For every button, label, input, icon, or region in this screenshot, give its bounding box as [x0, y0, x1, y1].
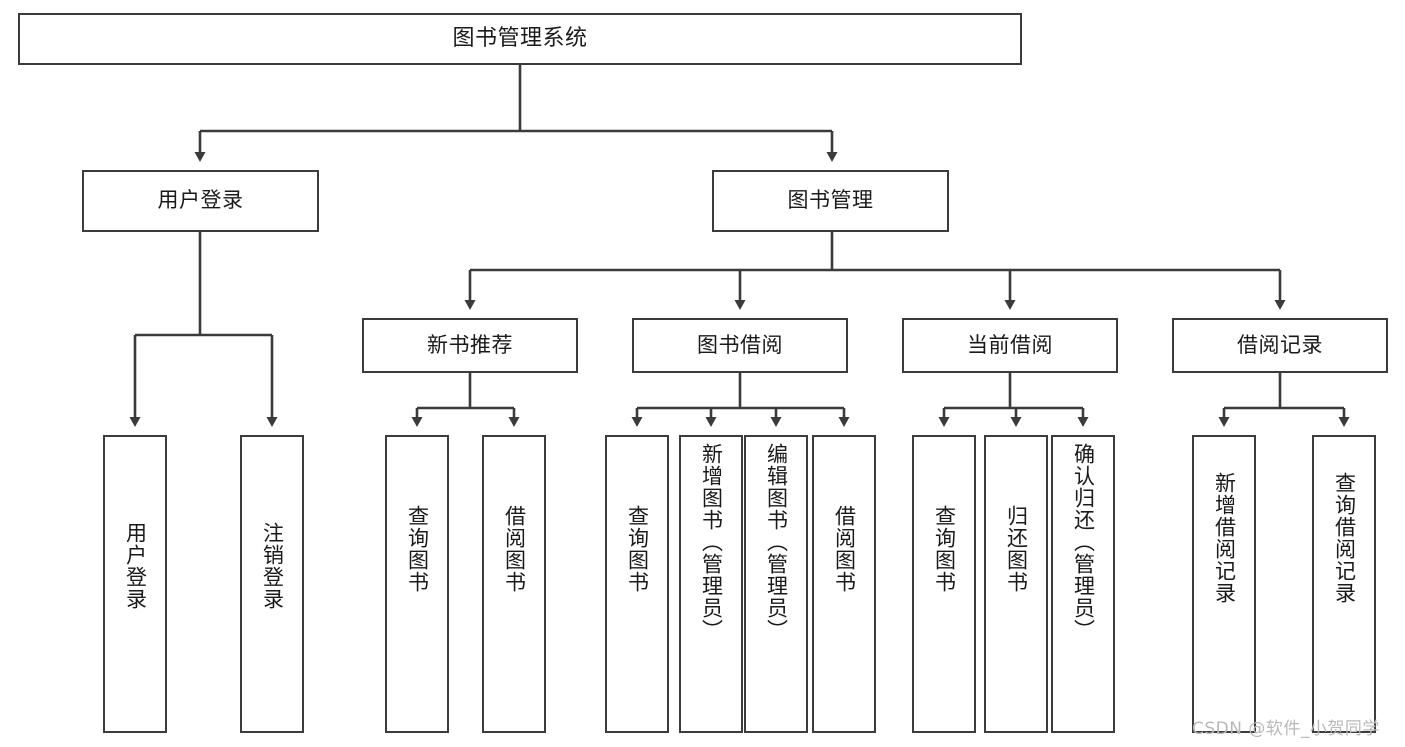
node-label: 查询借阅记录	[1332, 472, 1357, 604]
node-label: 查询图书	[625, 505, 650, 593]
node-user-login[interactable]: 用户登录	[82, 170, 319, 232]
node-label: 新增图书（管理员）	[699, 443, 724, 641]
node-label: 确认归还（管理员）	[1071, 443, 1096, 641]
node-label: 图书管理	[787, 188, 874, 213]
node-leaf-query-borrow-record[interactable]: 查询借阅记录	[1312, 435, 1376, 733]
node-leaf-logout[interactable]: 注销登录	[240, 435, 304, 733]
node-leaf-borrow-book-2[interactable]: 借阅图书	[812, 435, 876, 733]
node-leaf-edit-book-admin[interactable]: 编辑图书（管理员）	[744, 435, 808, 733]
node-book-borrow[interactable]: 图书借阅	[632, 318, 848, 373]
node-label: 编辑图书（管理员）	[764, 443, 789, 641]
node-label: 图书管理系统	[452, 25, 588, 51]
node-leaf-query-book-1[interactable]: 查询图书	[385, 435, 449, 733]
node-leaf-confirm-return-admin[interactable]: 确认归还（管理员）	[1051, 435, 1115, 733]
node-label: 借阅记录	[1237, 332, 1323, 357]
node-leaf-return-book[interactable]: 归还图书	[984, 435, 1048, 733]
node-label: 借阅图书	[832, 505, 857, 593]
node-label: 归还图书	[1004, 505, 1029, 593]
node-borrow-record[interactable]: 借阅记录	[1172, 318, 1388, 373]
node-leaf-add-book-admin[interactable]: 新增图书（管理员）	[679, 435, 743, 733]
node-label: 用户登录	[157, 188, 244, 213]
csdn-watermark: CSDN @软件_小贺同学	[1192, 719, 1380, 739]
node-current-borrow[interactable]: 当前借阅	[902, 318, 1118, 373]
node-label: 查询图书	[405, 505, 430, 593]
node-new-book-recommend[interactable]: 新书推荐	[362, 318, 578, 373]
node-book-management[interactable]: 图书管理	[712, 170, 949, 232]
node-leaf-query-book-3[interactable]: 查询图书	[912, 435, 976, 733]
node-label: 用户登录	[123, 522, 148, 610]
node-label: 查询图书	[932, 505, 957, 593]
node-leaf-add-borrow-record[interactable]: 新增借阅记录	[1192, 435, 1256, 733]
node-label: 注销登录	[260, 522, 285, 610]
node-label: 借阅图书	[502, 505, 527, 593]
node-leaf-query-book-2[interactable]: 查询图书	[605, 435, 669, 733]
node-label: 新增借阅记录	[1212, 472, 1237, 604]
node-leaf-borrow-book-1[interactable]: 借阅图书	[482, 435, 546, 733]
node-leaf-user-login[interactable]: 用户登录	[103, 435, 167, 733]
node-root-system[interactable]: 图书管理系统	[18, 13, 1022, 65]
node-label: 图书借阅	[697, 332, 783, 357]
node-label: 新书推荐	[427, 332, 513, 357]
node-label: 当前借阅	[967, 332, 1053, 357]
